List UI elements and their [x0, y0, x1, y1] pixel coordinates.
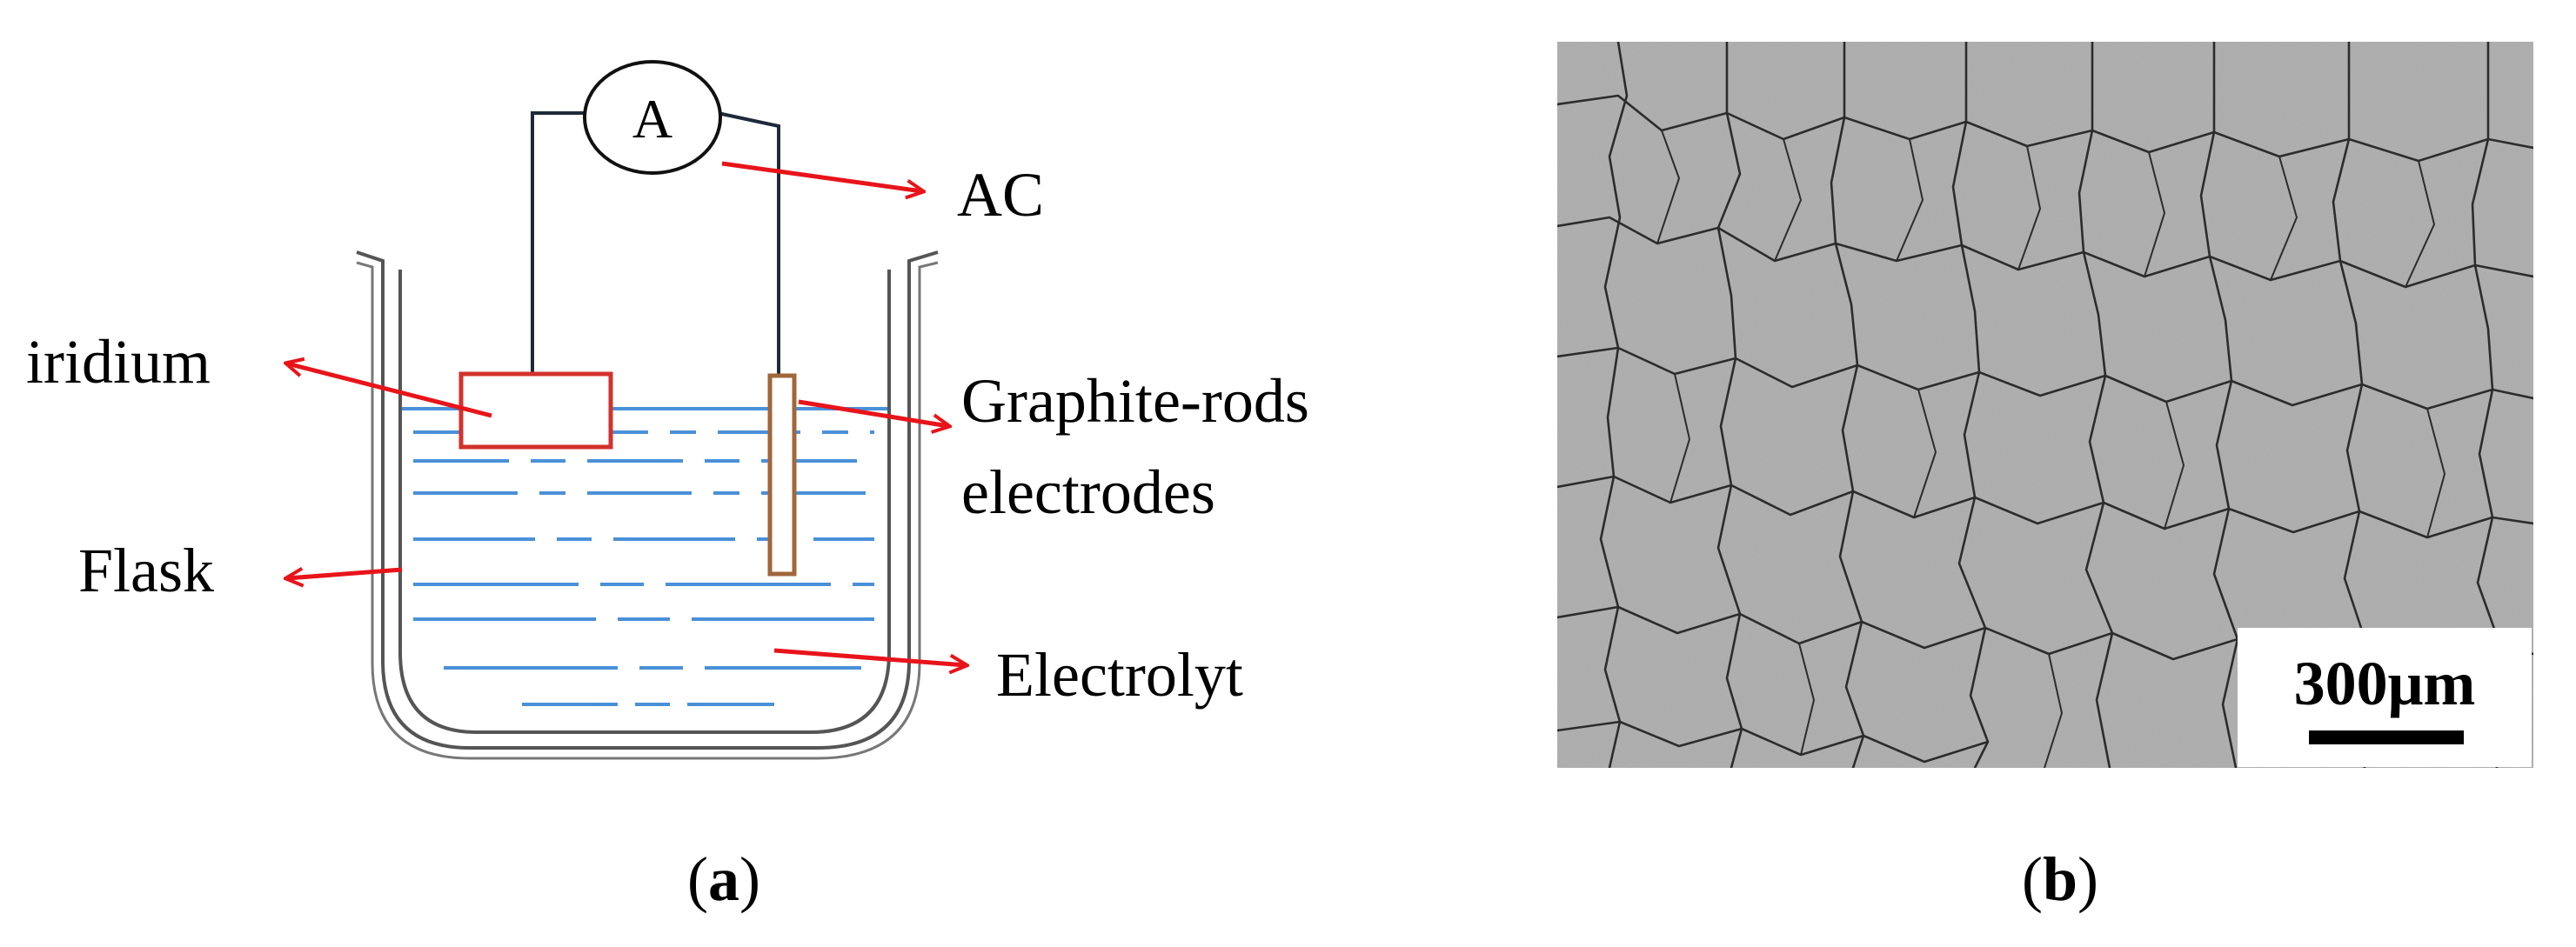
electrolyte-liquid: [402, 407, 887, 706]
arrow-graphite: [798, 399, 948, 426]
label-graphite-line1: Graphite-rods: [961, 366, 1309, 436]
arrow-iridium: [287, 363, 492, 418]
label-flask: Flask: [78, 536, 214, 605]
flask-inner-wall: [356, 261, 939, 760]
arrow-ac: [721, 161, 922, 191]
label-arrows: [287, 161, 966, 665]
grain-boundaries: [1557, 42, 2533, 768]
scale-bar-label: 300μm: [2294, 649, 2476, 718]
label-electrolyt: Electrolyt: [996, 640, 1243, 710]
scale-bar-line: [2309, 730, 2464, 744]
iridium-sample: [458, 371, 613, 450]
flask-inner-body: [398, 270, 891, 734]
panel-b-micrograph: 300μm (b): [1557, 42, 2533, 914]
graphite-rod: [767, 373, 797, 577]
label-iridium: iridium: [26, 327, 211, 397]
arrow-flask: [287, 570, 403, 578]
ammeter-symbol: A: [632, 88, 672, 150]
label-graphite-line2: electrodes: [961, 457, 1215, 527]
flask-outer-wall: [356, 250, 939, 750]
caption-b: (b): [2022, 844, 2098, 914]
ammeter-circle: [583, 60, 722, 175]
caption-a: (a): [687, 844, 760, 914]
label-ac: AC: [957, 160, 1044, 230]
wire-right: [717, 111, 780, 374]
wire-left: [531, 111, 585, 374]
arrow-electrolyt: [773, 648, 966, 665]
panel-a-schematic: A AC iridium Graphite-rods electrodes Fl…: [26, 60, 1309, 914]
